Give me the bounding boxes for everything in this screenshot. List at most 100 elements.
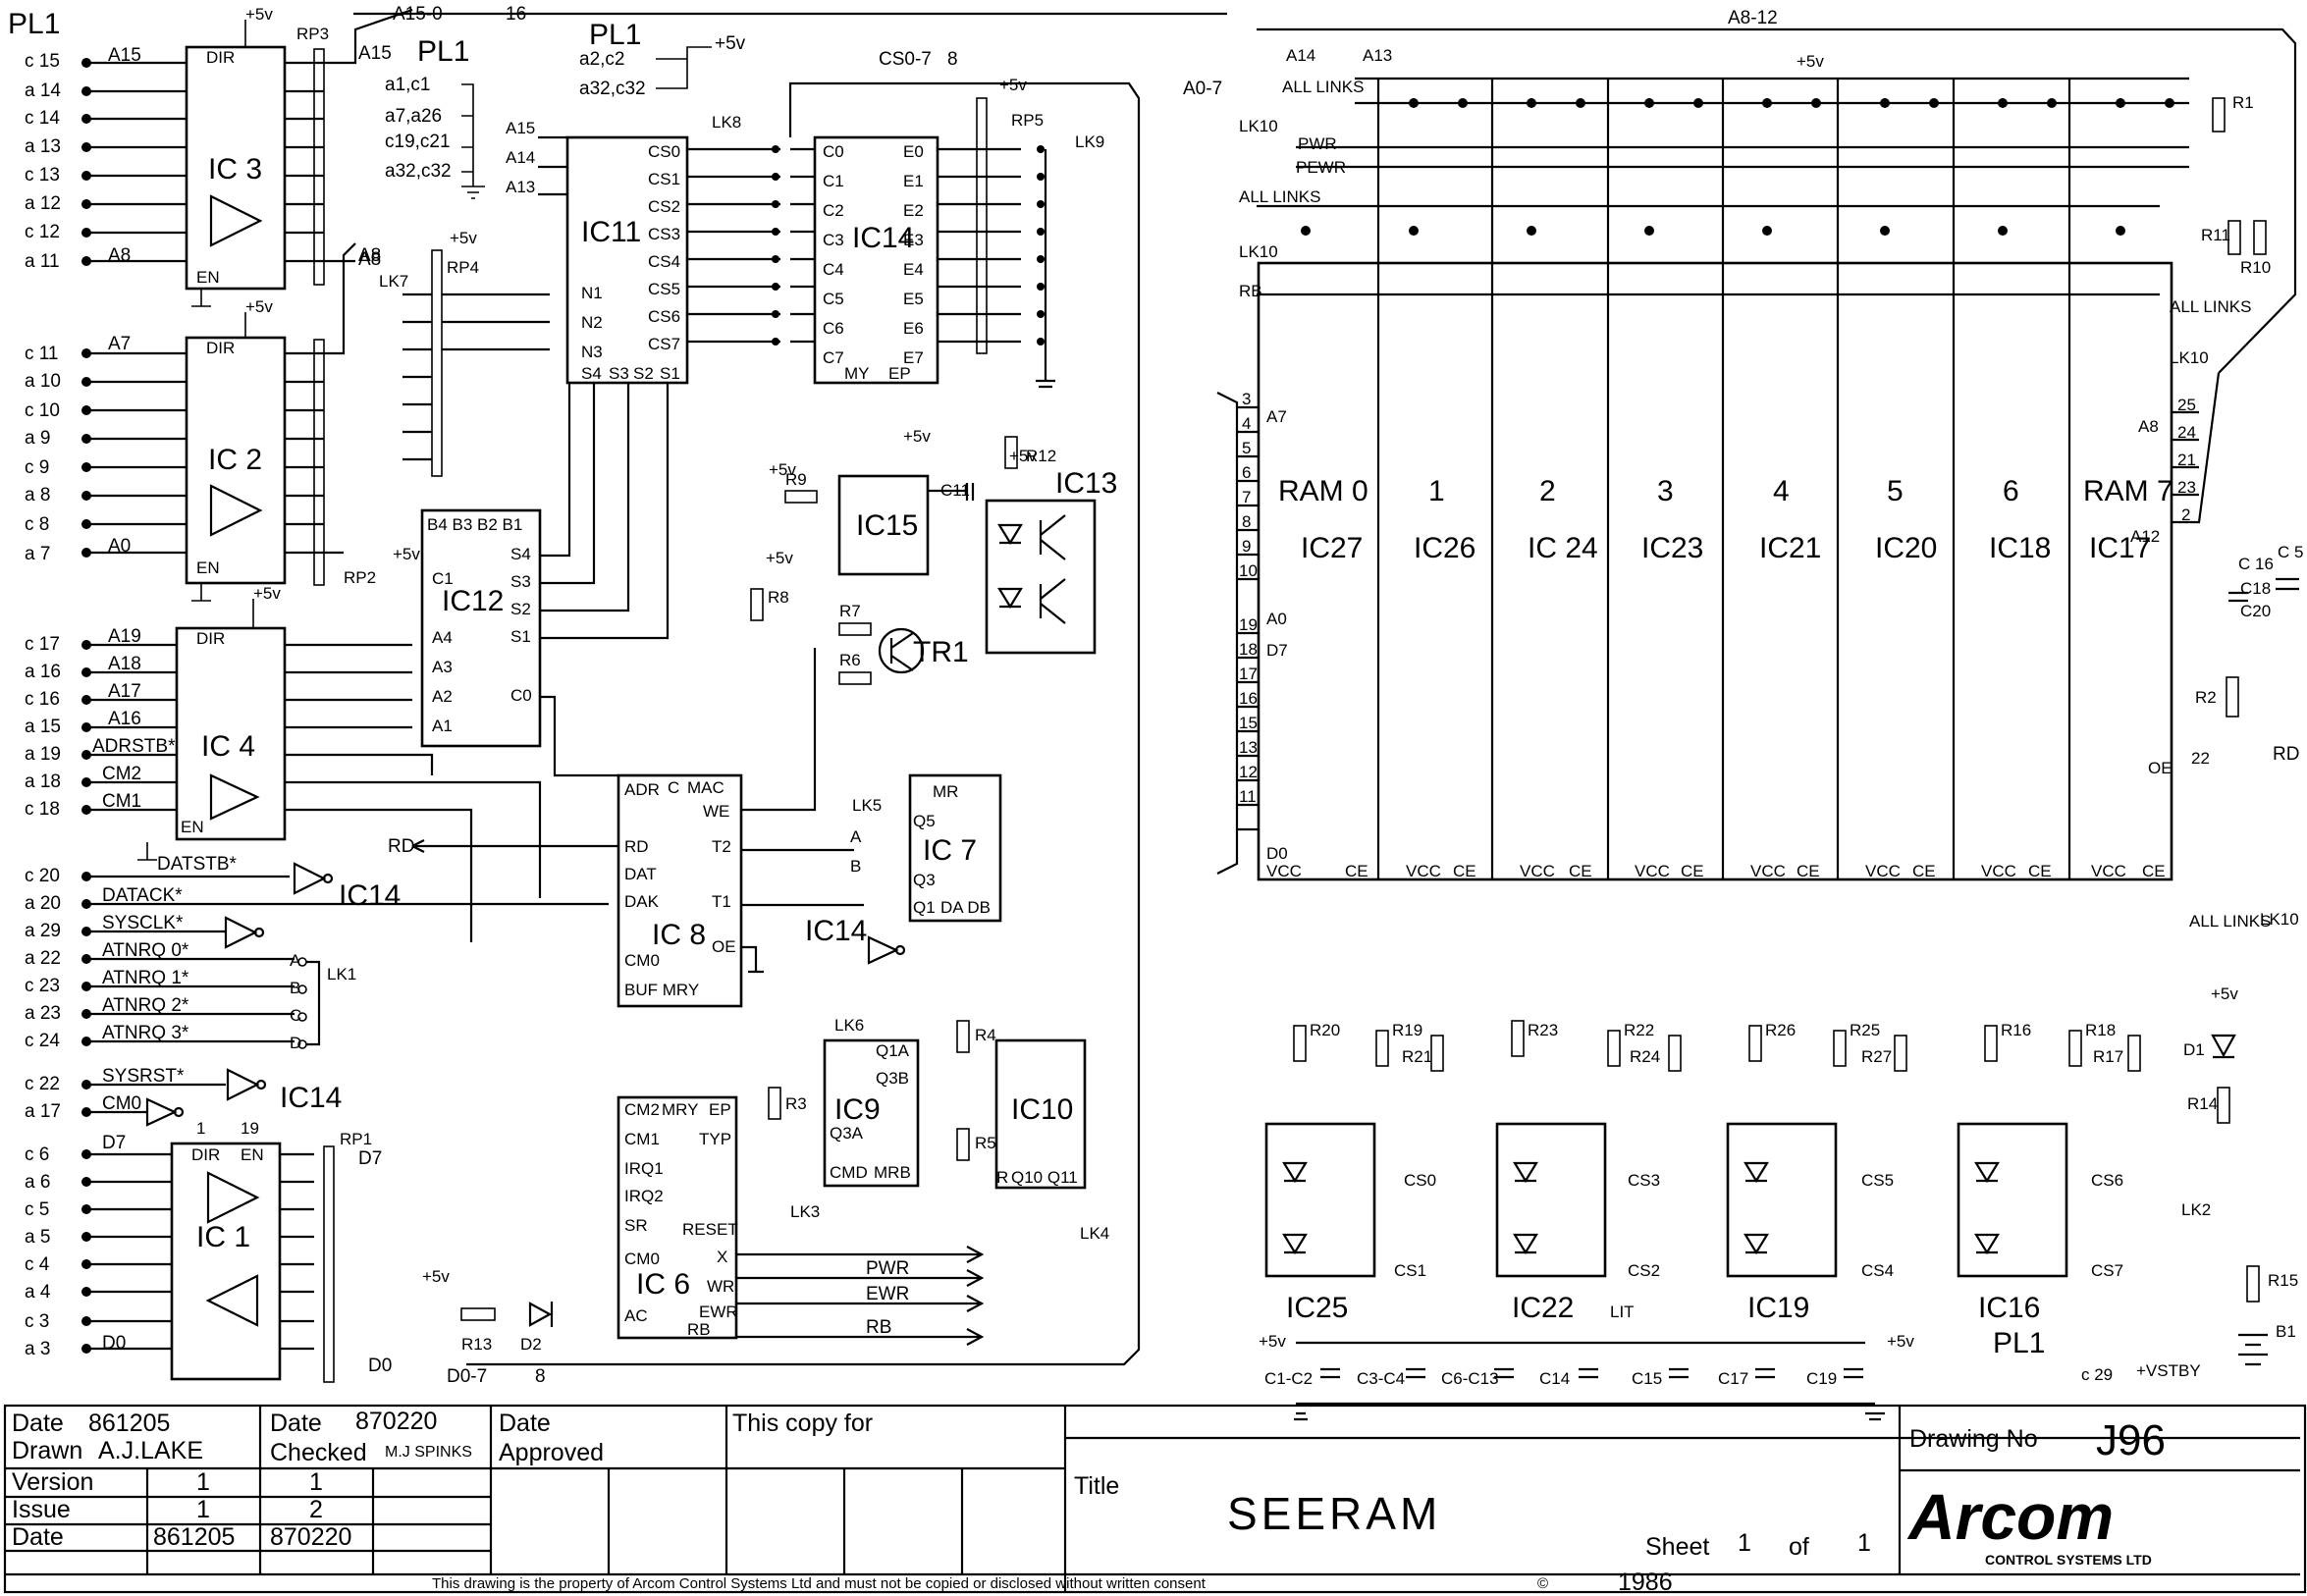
svg-text:+5v: +5v [1259,1332,1286,1351]
svg-text:EN: EN [196,559,220,577]
svg-text:+5v: +5v [903,427,931,446]
svg-text:6: 6 [2003,475,2019,507]
a8-12-bus [1257,27,2297,374]
svg-text:CE: CE [2142,862,2166,880]
svg-text:1986: 1986 [1618,1569,1673,1596]
svg-text:MAC: MAC [687,778,724,797]
svg-text:RB: RB [687,1320,711,1339]
link-dots [1301,98,2174,236]
svg-text:D0: D0 [368,1356,392,1376]
svg-text:8: 8 [535,1366,546,1387]
svg-text:CE: CE [1569,862,1592,880]
svg-text:MR: MR [933,782,958,801]
svg-text:A0: A0 [108,536,131,557]
svg-text:25: 25 [2177,396,2196,414]
rp5-lk9: RP5 LK9 +5v [976,76,1104,389]
svg-text:R14: R14 [2187,1094,2218,1113]
svg-text:c 12: c 12 [25,222,60,242]
svg-text:870220: 870220 [270,1523,351,1551]
svg-text:OE: OE [2148,759,2173,777]
svg-text:LK10: LK10 [1239,117,1278,135]
svg-text:a 19: a 19 [25,744,61,765]
edge-pins-ic2: c 11 a 10 c 10 a 9 c 9 a 8 c 8 a 7 A7 A0 [25,334,187,564]
svg-text:Approved: Approved [499,1439,604,1466]
svg-text:MRB: MRB [874,1163,911,1182]
svg-text:R11: R11 [2201,226,2230,244]
svg-text:E0: E0 [903,142,924,161]
svg-text:WE: WE [703,802,729,821]
svg-text:LK10: LK10 [2170,348,2209,367]
svg-text:CM1: CM1 [624,1130,660,1148]
svg-text:CS7: CS7 [2091,1261,2123,1280]
svg-text:VCC: VCC [1635,862,1670,880]
svg-text:VCC: VCC [1266,862,1302,880]
svg-text:N2: N2 [581,313,603,332]
svg-text:D0-7: D0-7 [447,1366,487,1387]
svg-text:C17: C17 [1718,1369,1748,1388]
svg-text:+5v: +5v [1797,52,1824,71]
svg-text:CE: CE [1453,862,1476,880]
svg-text:R23: R23 [1528,1021,1558,1039]
company-logo: Arcom [1906,1480,2114,1553]
svg-text:C 5: C 5 [2278,543,2303,561]
svg-text:CS6: CS6 [648,307,680,326]
svg-text:C5: C5 [823,290,844,308]
svg-text:LK8: LK8 [712,113,741,132]
svg-text:c 22: c 22 [25,1074,60,1094]
svg-text:D1: D1 [2183,1040,2205,1059]
svg-text:IC 4: IC 4 [201,730,255,763]
svg-text:a 22: a 22 [25,948,61,969]
svg-text:B4 B3 B2 B1: B4 B3 B2 B1 [427,515,522,534]
svg-text:R: R [996,1168,1008,1187]
svg-text:Drawn: Drawn [12,1437,82,1464]
svg-text:C6-C13: C6-C13 [1441,1369,1499,1388]
pl1b-group-2: a32,c32 [579,79,646,99]
svg-text:ATNRQ 2*: ATNRQ 2* [102,995,189,1016]
svg-text:E2: E2 [903,201,924,220]
svg-text:B: B [290,979,300,997]
svg-text:7: 7 [1242,488,1251,506]
svg-text:PWR: PWR [1298,134,1337,153]
svg-text:LIT: LIT [1610,1303,1635,1321]
svg-text:EP: EP [888,364,911,383]
svg-text:IC16: IC16 [1978,1292,2040,1324]
edge-pins-ic4: c 17 a 16 c 16 a 15 a 19 a 18 c 18 A19 A… [25,626,177,820]
svg-text:Q1A: Q1A [876,1041,910,1060]
svg-text:C6: C6 [823,319,844,338]
svg-text:a 4: a 4 [25,1282,51,1303]
svg-text:DIR: DIR [206,339,235,357]
svg-text:IC21: IC21 [1759,532,1821,564]
svg-text:3: 3 [1242,390,1251,408]
svg-text:LK3: LK3 [790,1202,820,1221]
svg-text:4: 4 [1773,475,1790,507]
svg-text:IC25: IC25 [1286,1292,1348,1324]
svg-text:a 16: a 16 [25,662,61,682]
lk8-links: LK8 [712,113,815,346]
svg-text:DATACK*: DATACK* [102,885,183,906]
d2-led: +5v R13 D2 D0-7 8 [422,1267,554,1387]
svg-text:Drawing No: Drawing No [1909,1425,2038,1453]
svg-text:A8: A8 [108,245,131,266]
svg-text:2: 2 [2181,505,2190,524]
svg-text:c 18: c 18 [25,799,60,820]
svg-text:Q5: Q5 [913,812,936,830]
svg-text:CE: CE [1797,862,1820,880]
svg-text:D7: D7 [1266,641,1288,660]
svg-text:IC14: IC14 [852,222,914,254]
svg-text:of: of [1789,1533,1809,1561]
svg-text:a 8: a 8 [25,485,50,505]
svg-text:ALL LINKS: ALL LINKS [2170,297,2251,316]
svg-text:N1: N1 [581,284,603,302]
svg-text:A15: A15 [358,43,392,64]
svg-text:IC12: IC12 [442,585,504,617]
svg-text:CS1: CS1 [648,170,680,188]
svg-text:R16: R16 [2001,1021,2031,1039]
svg-text:+5v: +5v [253,584,281,603]
svg-text:a 18: a 18 [25,771,61,792]
ce-resistors: R20 R19 R21 R23 R22 R24 R26 R25 R27 R16 … [1293,1020,2141,1072]
svg-text:c 15: c 15 [25,51,60,72]
svg-text:EN: EN [196,268,220,287]
svg-text:IC23: IC23 [1641,532,1703,564]
svg-text:C1: C1 [823,172,844,190]
